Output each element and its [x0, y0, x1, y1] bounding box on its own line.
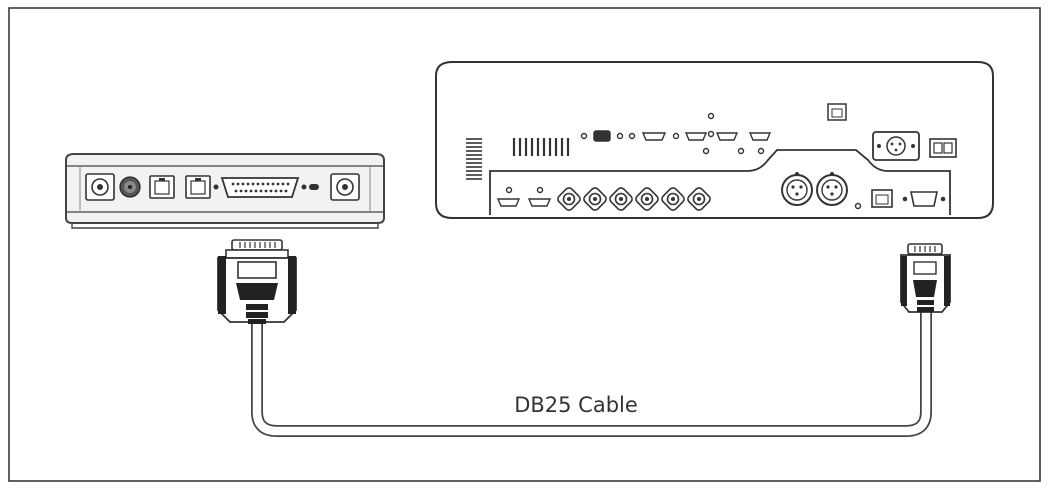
power-port-icon: [119, 176, 141, 198]
control-box-icon: [65, 153, 385, 229]
db9-port-icon: [902, 191, 946, 207]
switcher-rear-panel-icon: [435, 61, 994, 219]
ethernet-port-icon: [827, 103, 847, 121]
led-icon: [309, 184, 319, 190]
xlr-port-icon: [781, 172, 813, 206]
cable-label: DB25 Cable: [514, 393, 638, 417]
coax-port-icon: [85, 173, 115, 201]
ethernet-port-icon: [185, 175, 211, 199]
bnc-ports-icon: [557, 187, 711, 211]
xlr-port-icon: [816, 172, 848, 206]
ethernet-port-icon: [149, 175, 175, 199]
power-switch-icon: [929, 138, 957, 158]
vent-slots-icon: [512, 138, 570, 156]
top-port-row-icon: [580, 112, 772, 155]
db9-connector-icon: [900, 243, 951, 313]
power-inlet-icon: [872, 131, 920, 161]
db25-port-icon: [213, 177, 307, 198]
cable-icon: [251, 310, 932, 437]
vent-grille-icon: [466, 138, 482, 180]
db25-connector-icon: [217, 239, 297, 324]
ethernet-port-icon: [871, 189, 893, 208]
hdmi-port-icon: [496, 186, 552, 207]
coax-port-icon: [330, 173, 360, 201]
